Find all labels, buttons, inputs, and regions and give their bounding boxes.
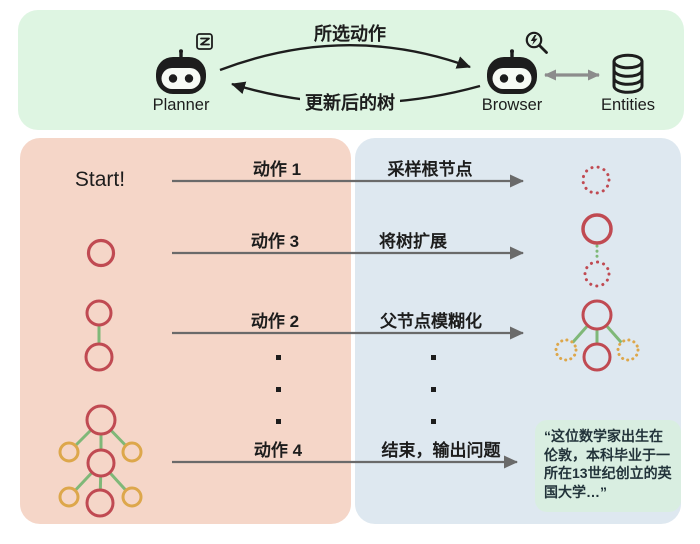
output-question-quote: “这位数学家出生在伦敦，本科毕业于一所在13世纪创立的英国大学…”: [535, 420, 681, 512]
ellipsis-right: [431, 355, 436, 424]
dot: [431, 419, 436, 424]
action-4-label: 动作 4: [253, 441, 303, 460]
dot: [431, 387, 436, 392]
browser-label: Browser: [481, 96, 543, 114]
updated-tree-label: 更新后的树: [300, 89, 400, 115]
dot: [276, 387, 281, 392]
dot: [276, 419, 281, 424]
action-3-label: 动作 3: [250, 232, 300, 251]
entities-label: Entities: [600, 96, 656, 114]
tree-states-panel: [20, 138, 351, 524]
dot: [431, 355, 436, 360]
planner-label: Planner: [152, 96, 210, 114]
action-3-desc: 将树扩展: [379, 232, 447, 251]
action-2-label: 动作 2: [250, 312, 300, 331]
dot: [276, 355, 281, 360]
action-1-desc: 采样根节点: [387, 160, 473, 179]
action-1-label: 动作 1: [252, 160, 302, 179]
action-2-desc: 父节点模糊化: [380, 312, 482, 331]
selected-action-label: 所选动作: [314, 24, 386, 44]
ellipsis-left: [276, 355, 281, 424]
start-label: Start!: [74, 168, 126, 191]
action-4-desc: 结束，输出问题: [381, 441, 501, 460]
